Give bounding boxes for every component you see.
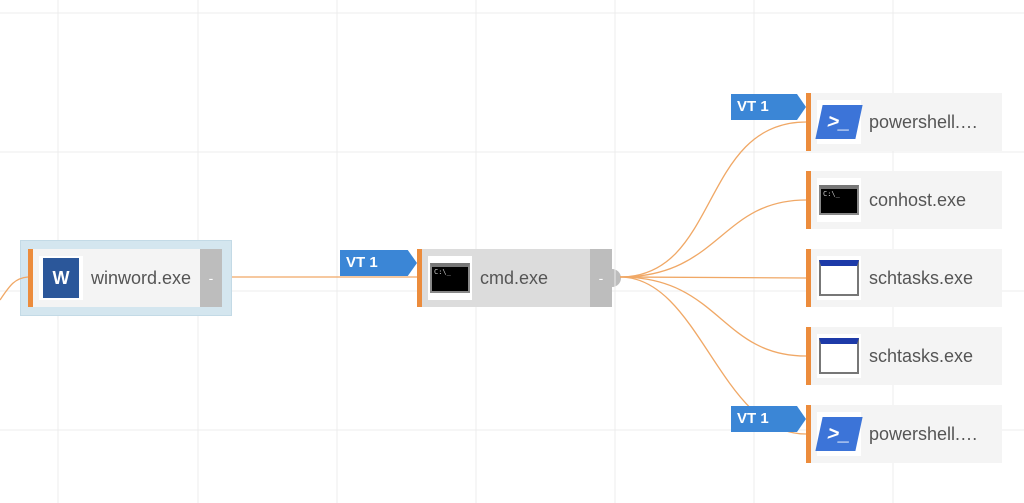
vt-badge[interactable]: VT 1 [340,250,417,276]
node-powershell[interactable]: >_ powershell.… [806,93,1002,151]
collapse-button[interactable]: - [590,249,621,307]
edge-cmd-child [619,199,807,278]
node-label: conhost.exe [869,189,967,210]
edge-cmd-child [619,121,807,278]
vt-badge[interactable]: VT 1 [731,406,806,432]
node-label: winword.exe [91,267,192,288]
node-cmd[interactable]: C:\_ cmd.exe - [417,249,621,307]
node-powershell[interactable]: >_ powershell.… [806,405,1002,463]
powershell-icon: >_ [815,412,863,456]
window-icon [817,334,861,378]
collapse-button[interactable]: - [200,249,231,307]
edge-cmd-child [619,276,807,357]
terminal-icon: C:\_ [817,178,861,222]
node-label: schtasks.exe [869,267,974,288]
node-label: powershell.… [869,111,979,132]
word-icon: W [39,256,83,300]
node-schtasks[interactable]: schtasks.exe [806,249,1002,307]
vt-badge[interactable]: VT 1 [731,94,806,120]
node-conhost[interactable]: C:\_ conhost.exe [806,171,1002,229]
node-label: schtasks.exe [869,345,974,366]
powershell-icon: >_ [815,100,863,144]
edge-parent [0,276,29,301]
terminal-icon: C:\_ [428,256,472,300]
node-schtasks[interactable]: schtasks.exe [806,327,1002,385]
edge-cmd-child [619,276,807,279]
node-label: cmd.exe [480,267,549,288]
window-icon [817,256,861,300]
node-label: powershell.… [869,423,979,444]
node-winword[interactable]: W winword.exe - [28,249,231,307]
